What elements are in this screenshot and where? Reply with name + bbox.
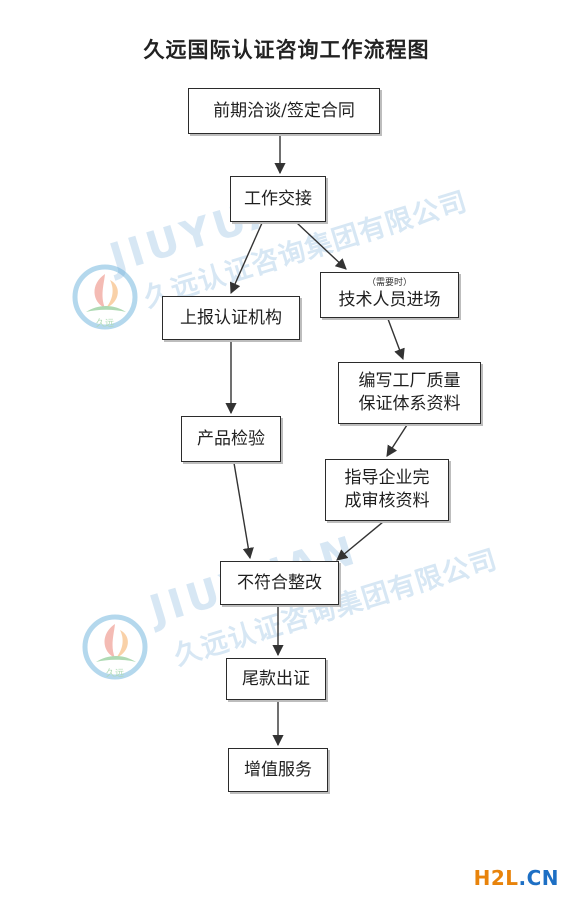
node-negotiate-contract: 前期洽谈/签定合同 — [188, 88, 380, 134]
node-label: 上报认证机构 — [180, 307, 282, 328]
node-label: 工作交接 — [244, 188, 312, 209]
edge-n3-n5 — [387, 318, 405, 361]
node-write-qa-docs: 编写工厂质量 保证体系资料 — [338, 362, 481, 424]
node-label-line1: 指导企业完 — [344, 468, 430, 489]
edge-n6-n8 — [233, 462, 254, 560]
node-value-added-service: 增值服务 — [228, 748, 328, 792]
logo-text: 久远 — [106, 667, 124, 679]
node-product-inspection: 产品检验 — [181, 416, 281, 462]
node-guide-audit-docs: 指导企业完 成审核资料 — [325, 459, 449, 521]
node-label-line2: 保证体系资料 — [358, 394, 461, 414]
node-label: 前期洽谈/签定合同 — [213, 100, 355, 121]
edge-n5-n7 — [386, 424, 408, 457]
node-label-line1: 编写工厂质量 — [358, 371, 461, 392]
site-logo-part1: H2L — [473, 866, 519, 890]
jiuyuan-logo-watermark: 久远 — [82, 614, 148, 680]
node-final-payment-cert: 尾款出证 — [226, 658, 326, 700]
node-label-line2: 成审核资料 — [344, 491, 430, 511]
site-logo: H2L.CN — [474, 866, 559, 890]
node-label: 不符合整改 — [237, 572, 322, 593]
node-technicians-on-site: （需要时） 技术人员进场 — [320, 272, 459, 318]
edge-n2-n3 — [296, 222, 347, 270]
node-label: 技术人员进场 — [338, 289, 441, 310]
node-note: （需要时） — [366, 277, 412, 288]
node-label: 尾款出证 — [242, 668, 310, 689]
node-report-cert-body: 上报认证机构 — [162, 296, 300, 340]
site-logo-part2: .CN — [518, 866, 559, 890]
diagram-title: 久远国际认证咨询工作流程图 — [143, 37, 430, 62]
jiuyuan-logo-watermark: 久远 — [72, 264, 138, 330]
node-nonconformity-fix: 不符合整改 — [220, 561, 339, 605]
node-label: 产品检验 — [197, 428, 265, 449]
node-work-handover: 工作交接 — [230, 176, 326, 222]
logo-text: 久远 — [96, 317, 114, 329]
node-label: 增值服务 — [244, 759, 312, 780]
edge-n2-n4 — [229, 222, 263, 295]
edge-n7-n8 — [336, 521, 384, 561]
